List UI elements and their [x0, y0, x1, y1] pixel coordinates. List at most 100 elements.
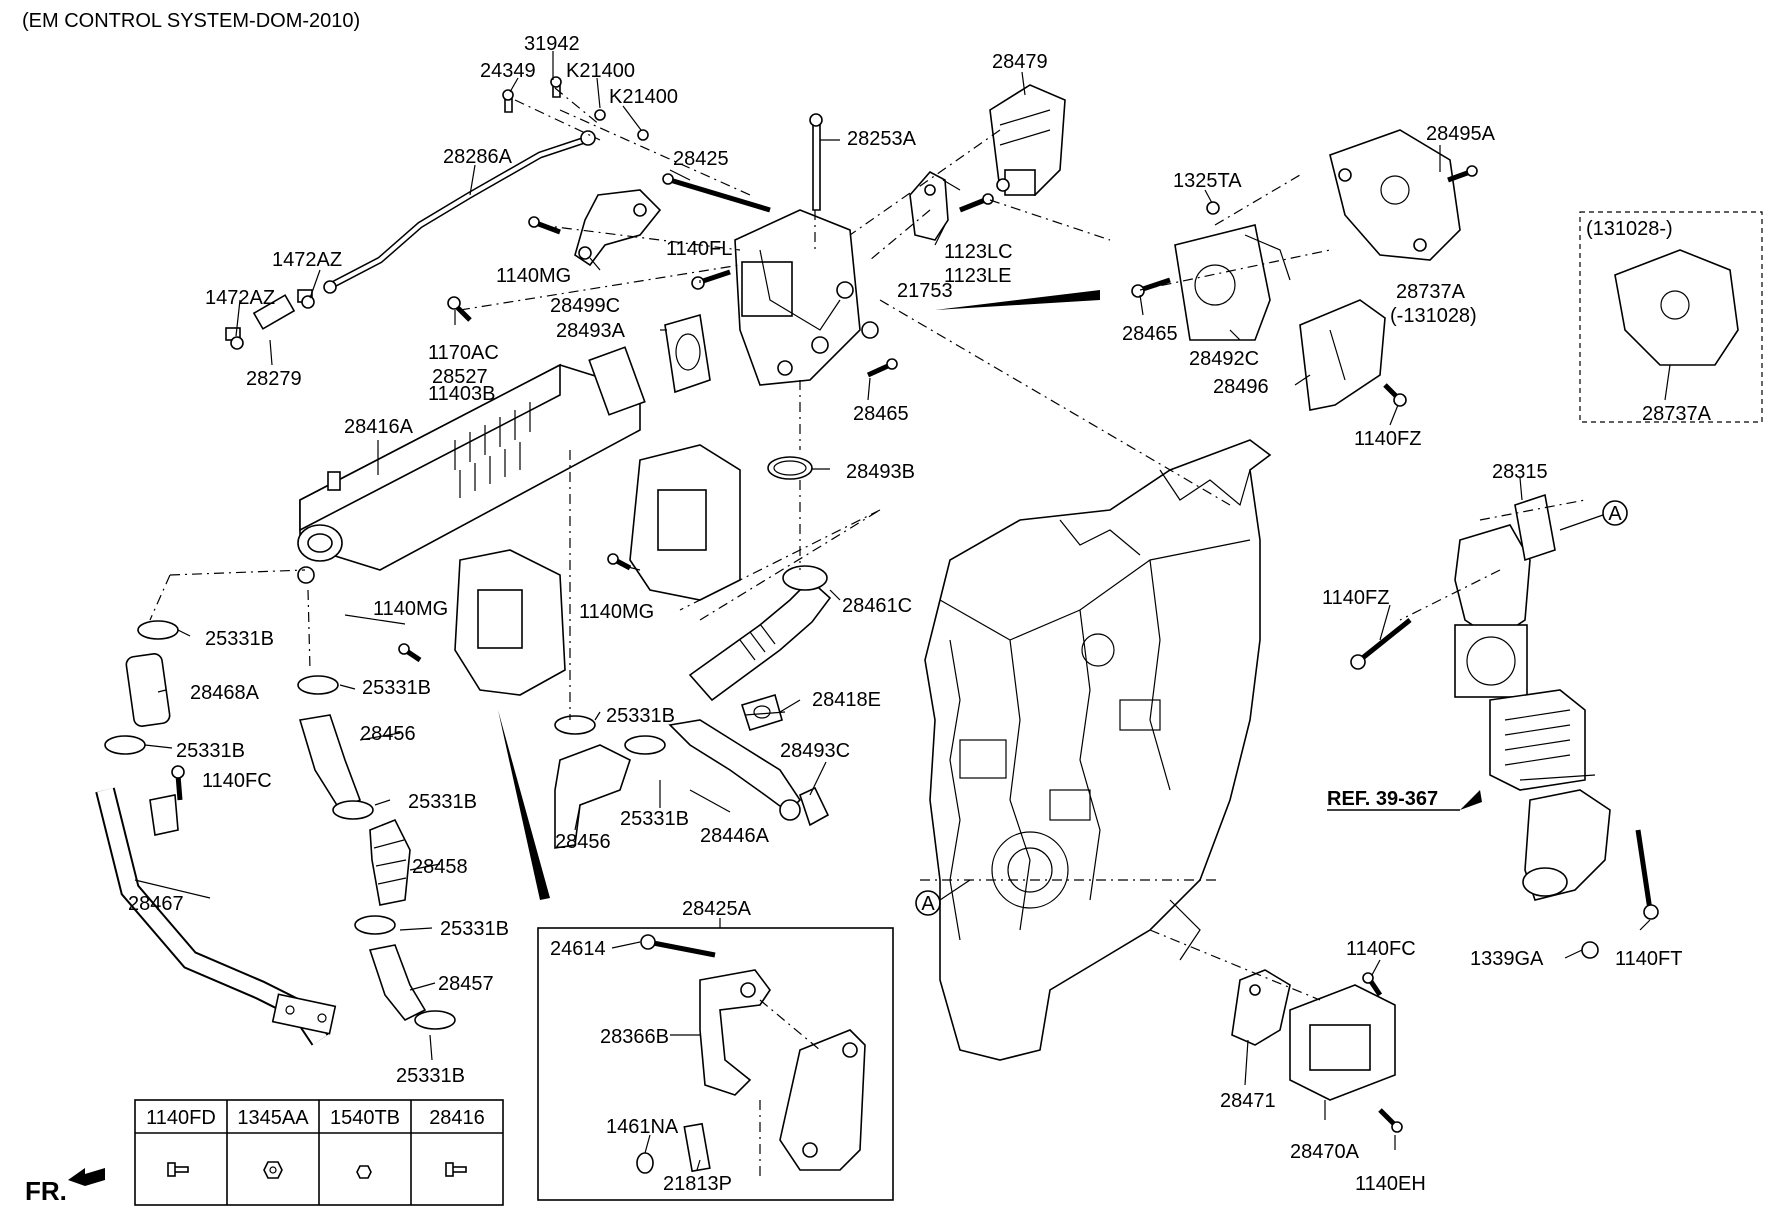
label-28458: 28458: [412, 856, 468, 878]
diagram-title: (EM CONTROL SYSTEM-DOM-2010): [22, 10, 360, 32]
label-28465-a: 28465: [1122, 323, 1178, 345]
label-28456-a: 28456: [360, 723, 416, 745]
label-21753: 21753: [897, 280, 953, 302]
part-labels: 31942 24349 K21400 K21400 28479 28286A 2…: [128, 33, 1712, 1195]
engine-block: [924, 439, 1272, 1061]
egr-valve-assembly: [734, 209, 879, 386]
label-28468A: 28468A: [190, 682, 260, 704]
table-header-1345AA: 1345AA: [237, 1107, 309, 1129]
label-28446A: 28446A: [700, 825, 770, 847]
assembly-leader-lines: [149, 87, 1586, 1001]
gasket-28493B: [767, 456, 813, 480]
label-28493C: 28493C: [780, 740, 850, 762]
label-1140MG-b: 1140MG: [373, 598, 448, 620]
label-28315: 28315: [1492, 461, 1548, 483]
bolt-icon: [167, 1162, 189, 1177]
label-1325TA: 1325TA: [1173, 170, 1242, 192]
label-1140FC-a: 1140FC: [202, 770, 272, 792]
table-header-1140FD: 1140FD: [146, 1107, 216, 1129]
label-25331B-6: 25331B: [620, 808, 689, 830]
hose-28468A: [125, 653, 171, 727]
label-K21400-b: K21400: [609, 86, 678, 108]
label-28470A: 28470A: [1290, 1141, 1360, 1163]
label-28527: 28527: [432, 366, 488, 388]
label-1140FZ-b: 1140FZ: [1322, 587, 1389, 609]
circle-marker-a-left: A: [915, 879, 971, 916]
label-11403B: 11403B: [428, 383, 495, 405]
bolt-icon: [445, 1162, 467, 1177]
circle-marker-a-right-label: A: [1608, 503, 1622, 525]
label-28286A: 28286A: [443, 146, 513, 168]
label-28425A: 28425A: [682, 898, 752, 920]
bracket-28499C: [574, 189, 662, 267]
bracket-center-lower: [454, 549, 566, 696]
parts-table: 1140FD 1345AA 1540TB 28416: [134, 1099, 504, 1206]
detail-parts: [636, 934, 866, 1180]
label-25331B-3: 25331B: [606, 705, 675, 727]
wedge-pointer-lower: [498, 710, 550, 900]
bracket-21753: [909, 170, 949, 241]
label-25331B-8: 25331B: [396, 1065, 465, 1087]
ref-39-367: REF. 39-367: [1327, 788, 1438, 810]
gasket-28493C: [799, 786, 830, 827]
label-28737A-b: 28737A: [1642, 403, 1712, 425]
egr-pipe-28286A: [323, 130, 596, 294]
label-1140EH: 1140EH: [1355, 1173, 1426, 1195]
gasket-28493A: [664, 313, 711, 394]
heat-shield-28496: [1299, 299, 1386, 411]
housing-28737A-alt: [1614, 249, 1739, 366]
label-28465-b: 28465: [853, 403, 909, 425]
label-1140FC-b: 1140FC: [1346, 938, 1416, 960]
egr-cooler-ref-39-367: [1489, 689, 1586, 791]
label-24349: 24349: [480, 60, 536, 82]
label-28496: 28496: [1213, 376, 1269, 398]
housing-28737A: [1329, 129, 1461, 261]
label-25331B-7: 25331B: [440, 918, 509, 940]
label-25331B-1: 25331B: [205, 628, 274, 650]
label-28499C: 28499C: [550, 295, 620, 317]
label-leaders: [134, 51, 1671, 1171]
label-28471: 28471: [1220, 1090, 1276, 1112]
label-31942: 31942: [524, 33, 580, 55]
label-1140FT: 1140FT: [1615, 948, 1682, 970]
label-1123LE: 1123LE: [944, 265, 1011, 287]
label-1461NA: 1461NA: [606, 1116, 679, 1138]
label-28737A-a: 28737A: [1396, 281, 1466, 303]
label-1472AZ-b: 1472AZ: [205, 287, 275, 309]
hose-28458: [369, 818, 411, 906]
label-1123LC: 1123LC: [944, 241, 1013, 263]
label-28493B: 28493B: [846, 461, 915, 483]
egr-pipe-28461C: [688, 565, 832, 702]
label-28425: 28425: [673, 148, 729, 170]
nut-icon: [263, 1161, 283, 1179]
housing-28492C: [1174, 224, 1291, 341]
label-28737A-range: (-131028): [1390, 305, 1477, 327]
circle-marker-a-right: A: [1559, 500, 1628, 531]
table-header-28416: 28416: [429, 1107, 485, 1129]
label-1140MG-a: 1140MG: [496, 265, 571, 287]
label-28416A: 28416A: [344, 416, 414, 438]
fr-label: FR.: [25, 1176, 67, 1206]
label-131028-option: (131028-): [1586, 218, 1673, 240]
ref-arrow-icon: [1460, 790, 1482, 810]
label-24614: 24614: [550, 938, 606, 960]
label-28492C: 28492C: [1189, 348, 1259, 370]
option-box-131028: [1579, 211, 1763, 423]
front-arrow-icon: [68, 1168, 105, 1186]
label-1170AC: 1170AC: [428, 342, 499, 364]
label-28253A: 28253A: [847, 128, 917, 150]
label-1140FZ-a: 1140FZ: [1354, 428, 1421, 450]
detail-box-28425A: [537, 927, 894, 1201]
label-28493A: 28493A: [556, 320, 626, 342]
label-1140FL: 1140FL: [666, 238, 732, 260]
label-28279: 28279: [246, 368, 302, 390]
pipe-28467: [95, 787, 337, 1046]
table-header-1540TB: 1540TB: [330, 1107, 400, 1129]
label-25331B-5: 25331B: [408, 791, 477, 813]
outlet-pipe-right: [1522, 789, 1611, 901]
gasket-28418E: [740, 693, 783, 732]
label-25331B-2: 25331B: [362, 677, 431, 699]
pipe-28446A: [668, 719, 802, 821]
clamp-25331B-group: [104, 620, 666, 1030]
